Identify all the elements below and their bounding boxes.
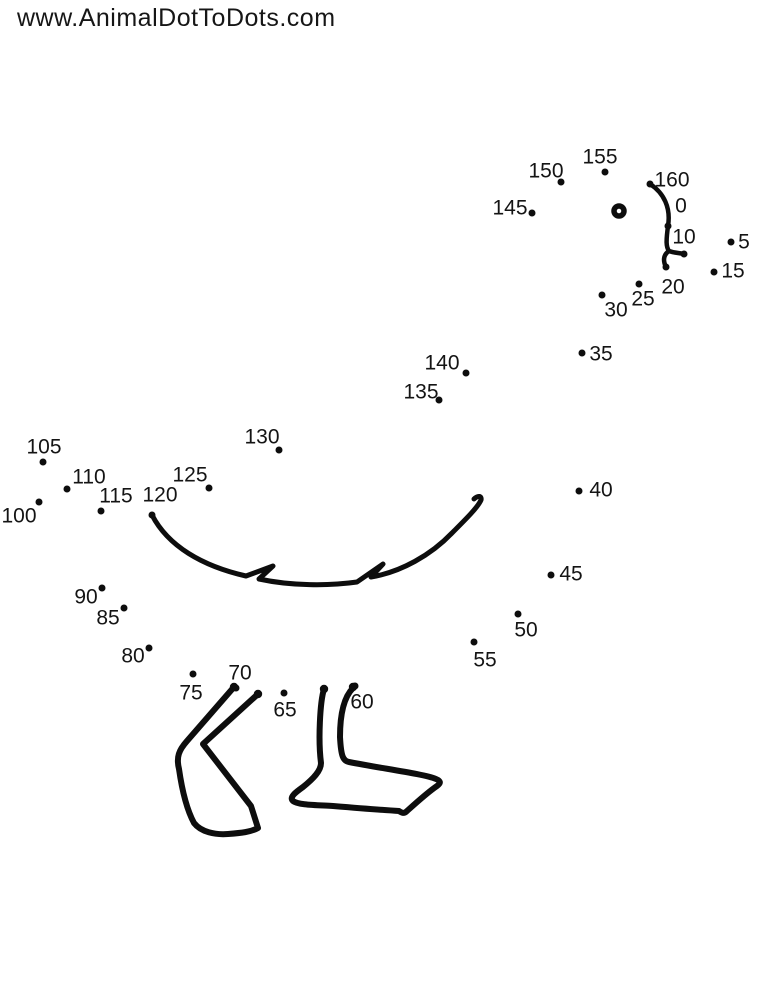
duck-eye xyxy=(611,203,627,219)
dot-number-label-100: 100 xyxy=(1,504,37,528)
right-foot-outline xyxy=(288,685,443,816)
puzzle-dot-115 xyxy=(97,507,105,515)
dot-number-label-10: 10 xyxy=(672,225,696,249)
dot-number-label-150: 150 xyxy=(528,159,564,183)
puzzle-dot-120 xyxy=(148,511,156,519)
dot-number-label-5: 5 xyxy=(738,230,750,254)
puzzle-dot-20 xyxy=(662,263,670,271)
puzzle-dot-50 xyxy=(514,610,522,618)
dot-number-label-0: 0 xyxy=(675,194,687,218)
dot-number-label-35: 35 xyxy=(589,342,613,366)
dot-number-label-30: 30 xyxy=(604,298,628,322)
puzzle-dot-25 xyxy=(635,280,643,288)
dot-number-label-130: 130 xyxy=(244,425,280,449)
puzzle-dot-45 xyxy=(547,571,555,579)
dot-number-label-160: 160 xyxy=(654,168,690,192)
puzzle-dot-150 xyxy=(557,178,565,186)
dot-number-label-70: 70 xyxy=(228,661,252,685)
stroke-endcap xyxy=(319,684,329,694)
puzzle-dot-140 xyxy=(462,369,470,377)
puzzle-dot-40 xyxy=(575,487,583,495)
stroke-endcap xyxy=(253,689,263,699)
puzzle-dot-75 xyxy=(189,670,197,678)
puzzle-dot-125 xyxy=(205,484,213,492)
dot-number-label-105: 105 xyxy=(26,435,62,459)
dot-number-label-140: 140 xyxy=(424,351,460,375)
puzzle-dot-160 xyxy=(646,180,654,188)
puzzle-dot-90 xyxy=(98,584,106,592)
puzzle-dot-55 xyxy=(470,638,478,646)
puzzle-dot-85 xyxy=(120,604,128,612)
dot-number-label-20: 20 xyxy=(661,275,685,299)
dot-number-label-15: 15 xyxy=(721,259,745,283)
puzzle-dot-145 xyxy=(528,209,536,217)
dot-number-label-90: 90 xyxy=(74,585,98,609)
dot-number-label-50: 50 xyxy=(514,618,538,642)
dot-number-label-65: 65 xyxy=(273,698,297,722)
dot-number-label-115: 115 xyxy=(99,484,133,508)
dot-number-label-145: 145 xyxy=(492,196,528,220)
dot-number-label-110: 110 xyxy=(72,465,106,489)
puzzle-dot-155 xyxy=(601,168,609,176)
dot-number-label-40: 40 xyxy=(589,478,613,502)
puzzle-dot-70 xyxy=(232,684,240,692)
puzzle-dot-65 xyxy=(280,689,288,697)
puzzle-dot-35 xyxy=(578,349,586,357)
dot-number-label-60: 60 xyxy=(350,690,374,714)
puzzle-dot-105 xyxy=(39,458,47,466)
puzzle-dot-110 xyxy=(63,485,71,493)
left-foot-outline xyxy=(174,684,261,838)
dot-number-label-120: 120 xyxy=(142,483,178,507)
dot-number-label-25: 25 xyxy=(631,287,655,311)
dot-number-label-155: 155 xyxy=(582,145,618,169)
puzzle-dot-0 xyxy=(664,222,672,230)
site-url-text: www.AnimalDotToDots.com xyxy=(17,4,336,32)
puzzle-dot-30 xyxy=(598,291,606,299)
puzzle-dot-10 xyxy=(680,250,688,258)
puzzle-dot-60 xyxy=(351,682,359,690)
wing-body-stroke xyxy=(149,494,484,588)
dot-number-label-85: 85 xyxy=(96,606,120,630)
dot-number-label-125: 125 xyxy=(172,463,208,487)
puzzle-dot-100 xyxy=(35,498,43,506)
puzzle-dot-5 xyxy=(727,238,735,246)
puzzle-dot-135 xyxy=(435,396,443,404)
puzzle-dot-130 xyxy=(275,446,283,454)
puzzle-dot-80 xyxy=(145,644,153,652)
dot-number-label-80: 80 xyxy=(121,644,145,668)
dot-number-label-45: 45 xyxy=(559,562,583,586)
dot-number-label-75: 75 xyxy=(179,681,203,705)
dot-number-label-55: 55 xyxy=(473,648,497,672)
puzzle-dot-15 xyxy=(710,268,718,276)
dot-number-label-135: 135 xyxy=(403,380,439,404)
